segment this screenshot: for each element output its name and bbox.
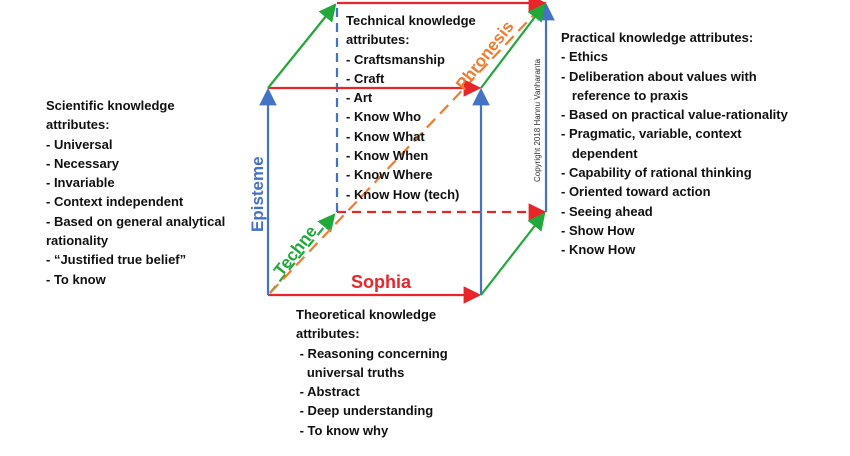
list-item: - Context independent [46,194,184,210]
list-item: - Universal [46,136,113,152]
list-item: - Based on practical value-rationality [561,107,788,123]
list-item: dependent [561,145,638,161]
list-item: - Ethics [561,49,608,65]
list-item: - “Justified true belief” [46,252,187,268]
scientific-attributes: Scientific knowledge attributes: - Unive… [46,96,225,289]
sophia-label: Sophia [351,272,412,292]
practical-attributes: Practical knowledge attributes: - Ethics… [561,28,788,260]
list-item: - Capability of rational thinking [561,165,752,181]
list-item: - Necessary [46,155,119,171]
practical-title: Practical knowledge attributes: [561,30,754,45]
list-item: - Know When [346,148,429,164]
theoretical-attributes: Theoretical knowledge attributes: - Reas… [296,305,448,440]
list-item: universal truths [296,364,405,380]
scientific-title: attributes: [46,117,110,133]
list-item: - To know [46,271,106,287]
episteme-label: Episteme [248,156,267,232]
theoretical-title: attributes: [296,326,360,342]
list-item: - Based on general analytical [46,213,226,229]
list-item: - Deep understanding [296,403,434,419]
scientific-title: Scientific knowledge [46,98,175,113]
list-item: - Know How (tech) [346,186,460,202]
list-item: reference to praxis [561,87,689,103]
depth-edge-tl [267,3,337,89]
theoretical-title: Theoretical knowledge [296,307,437,322]
list-item: - Know Who [346,109,422,125]
technical-attributes: Technical knowledge attributes: - Crafts… [346,11,476,204]
list-item: - Reasoning concerning [296,345,448,361]
copyright-text: Copyright 2018 Hannu Vanharanta [533,58,542,182]
list-item: - Abstract [296,384,360,400]
list-item: - Oriented toward action [561,184,711,200]
depth-edge-tr [480,3,546,89]
list-item: - Pragmatic, variable, context [561,126,742,142]
list-item: - Invariable [46,175,115,191]
list-item: rationality [46,233,109,249]
depth-edge-br [480,212,546,296]
technical-title: Technical knowledge [346,13,476,28]
phronesis-diagonal [269,1,547,294]
list-item: - To know why [296,422,389,438]
list-item: - Know What [346,128,425,144]
list-item: - Deliberation about values with [561,68,757,84]
technical-title: attributes: [346,32,410,48]
list-item: - Show How [561,222,635,238]
list-item: - Art [346,90,373,106]
list-item: - Craftsmanship [346,51,445,67]
list-item: - Seeing ahead [561,203,653,219]
list-item: - Know Where [346,167,433,183]
list-item: - Craft [346,70,385,86]
techne-edge [269,213,336,294]
list-item: - Know How [561,242,636,258]
